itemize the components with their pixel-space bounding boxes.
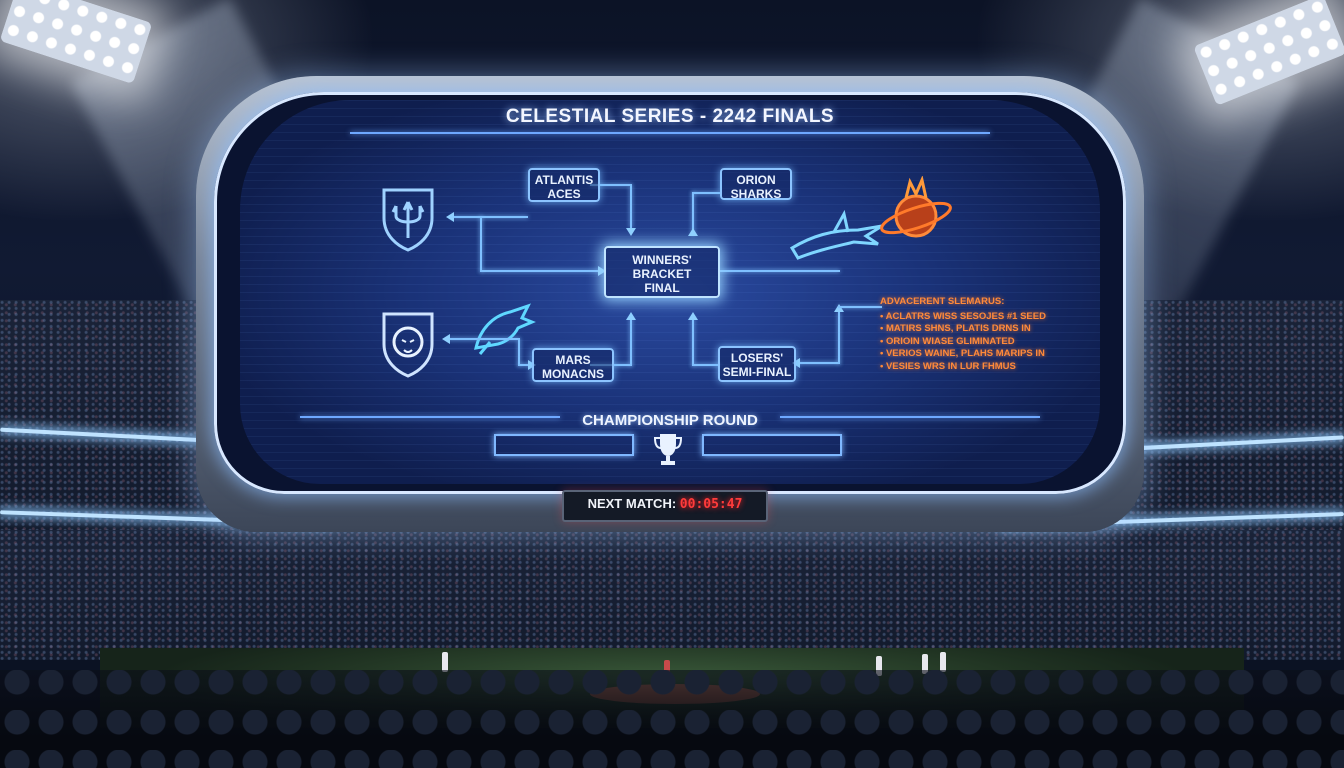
trophy-icon xyxy=(653,434,683,465)
scenarios-list: ACLATRS WISS SESOJES #1 SEED MATIRS SHNS… xyxy=(880,311,1050,374)
bracket-line xyxy=(448,338,518,340)
bracket-line xyxy=(720,270,840,272)
bracket-line xyxy=(518,364,532,366)
title-divider xyxy=(350,132,990,134)
bracket-node-losers-semi[interactable]: LOSERS' SEMI-FINAL xyxy=(718,346,796,382)
bracket-node-orion-sharks[interactable]: ORION SHARKS xyxy=(720,168,792,201)
team-name: ATLANTIS xyxy=(534,173,594,187)
championship-label: CHAMPIONSHIP ROUND xyxy=(582,412,758,429)
arrow-up xyxy=(688,312,698,320)
next-match-label: NEXT MATCH: xyxy=(587,496,677,511)
bracket-node-atlantis-aces[interactable]: ATLANTIS ACES xyxy=(528,168,600,202)
bracket-line xyxy=(480,216,482,272)
bracket-line xyxy=(838,312,840,364)
arrow-up xyxy=(626,312,636,320)
arrow-left xyxy=(442,334,450,344)
bracket-line xyxy=(838,306,882,308)
bracket-line xyxy=(480,270,604,272)
championship-slot-left[interactable] xyxy=(494,434,634,456)
node-label: BRACKET xyxy=(632,267,692,281)
node-label: LOSERS' xyxy=(730,351,784,365)
scoreboard-screen: CELESTIAL SERIES - 2242 FINALS xyxy=(240,100,1100,484)
champ-divider-right xyxy=(780,416,1040,418)
next-match-countdown: 00:05:47 xyxy=(679,497,743,512)
scenario-item: MATIRS SHNS, PLATIS DRNS IN xyxy=(880,323,1050,336)
node-label: WINNERS' xyxy=(632,253,692,267)
scenarios-heading: ADVACERENT SLEMARUS: xyxy=(880,296,1005,307)
player xyxy=(442,652,448,672)
scenario-item: ORIOIN WIASE GLIMINATED xyxy=(880,336,1050,349)
scenario-item: ACLATRS WISS SESOJES #1 SEED xyxy=(880,311,1050,324)
arrow-right xyxy=(598,266,606,276)
scoreboard-title: CELESTIAL SERIES - 2242 FINALS xyxy=(505,106,835,127)
scenario-item: VERIOS WAINE, PLAHS MARIPS IN xyxy=(880,348,1050,361)
bracket-line xyxy=(692,318,694,366)
bracket-node-winners-final[interactable]: WINNERS' BRACKET FINAL xyxy=(604,246,720,298)
shark-icon xyxy=(789,209,883,260)
player xyxy=(940,652,946,672)
node-label: FINAL xyxy=(644,281,680,295)
bracket-line xyxy=(692,192,694,236)
team-name: SHARKS xyxy=(730,187,782,201)
arrow-down xyxy=(626,228,636,236)
bracket-line xyxy=(452,216,528,218)
bracket-line xyxy=(796,362,840,364)
team-name: ORION xyxy=(736,173,776,187)
arrow-left xyxy=(792,358,800,368)
championship-slot-right[interactable] xyxy=(702,434,842,456)
bracket-node-mars-monacns[interactable]: MARS MONACNS xyxy=(532,348,614,382)
advancement-scenarios: ADVACERENT SLEMARUS: ACLATRS WISS SESOJE… xyxy=(880,296,1050,373)
arrow-up xyxy=(834,304,844,312)
bracket-line xyxy=(692,192,720,194)
bracket-line xyxy=(518,338,520,366)
team-name: MARS xyxy=(555,353,591,367)
bracket-line xyxy=(692,364,720,366)
player xyxy=(876,656,882,676)
bracket-line xyxy=(630,318,632,366)
team-name: MONACNS xyxy=(542,367,604,381)
arrow-left xyxy=(446,212,454,222)
champ-divider-left xyxy=(300,416,560,418)
arrow-up xyxy=(688,228,698,236)
stands-lower xyxy=(0,530,1344,660)
crowd-foreground xyxy=(0,670,1344,768)
trident-shield-icon xyxy=(382,188,434,252)
node-label: SEMI-FINAL xyxy=(722,365,792,379)
next-match-bar: NEXT MATCH: 00:05:47 xyxy=(562,490,768,522)
scenario-item: VESIES WRS IN LUR FHMUS xyxy=(880,361,1050,374)
lion-shield-icon xyxy=(382,312,434,378)
player xyxy=(922,654,928,674)
wolf-head-icon xyxy=(474,303,536,355)
bracket-line xyxy=(630,184,632,228)
team-name: ACES xyxy=(547,187,581,201)
flaming-planet-icon xyxy=(880,176,952,238)
bracket-line xyxy=(590,184,630,186)
